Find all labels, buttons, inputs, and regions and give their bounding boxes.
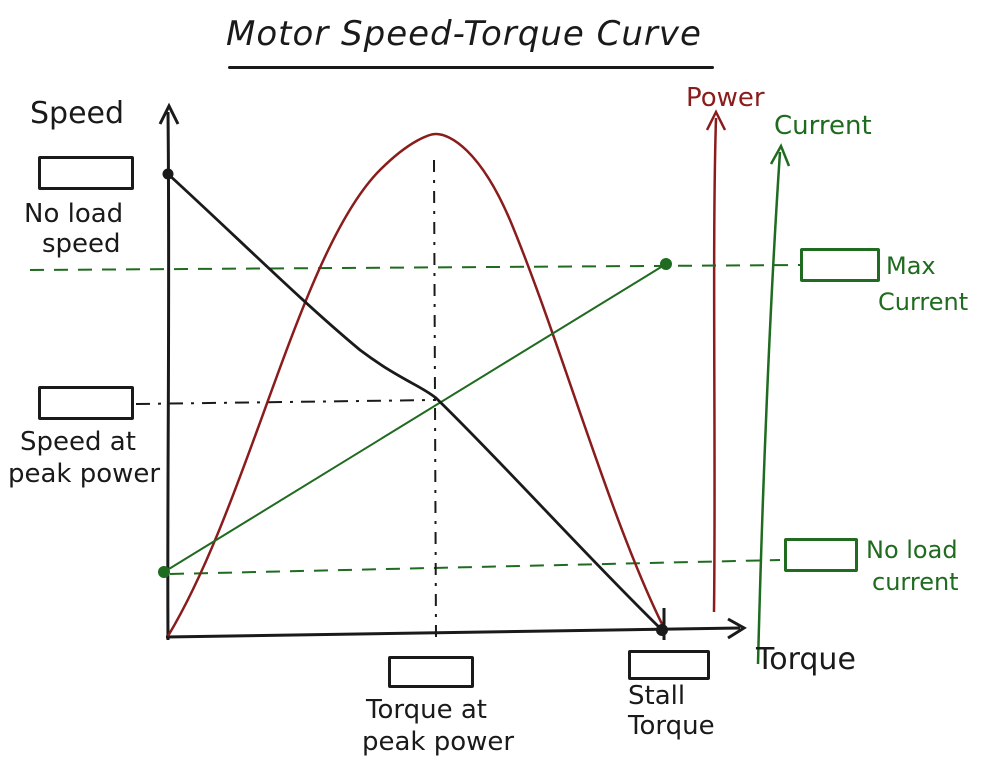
speed-at-peak-power-label-line1: Speed at: [20, 427, 136, 457]
torque-at-peak-power-label-line2: peak power: [362, 727, 515, 757]
no-load-speed-label-line1: No load: [24, 199, 124, 229]
speed-axis-label: Speed: [30, 96, 125, 131]
speed-axis: [166, 111, 171, 641]
torque-axis-label: Torque: [756, 642, 856, 677]
power-axis: [712, 117, 718, 613]
no-load-speed-value-box[interactable]: [38, 156, 134, 190]
speed-at-peak-power-value-box[interactable]: [38, 386, 134, 420]
current-point-no-load: [158, 566, 170, 578]
current-point-stall: [660, 258, 672, 270]
torque-axis: [165, 626, 741, 639]
stall-torque-label-line2: Torque: [628, 711, 715, 741]
torque-at-peak-power-value-box[interactable]: [388, 656, 474, 688]
max-current-label-line2: Current: [878, 288, 969, 316]
diagram-title: Motor Speed-Torque Curve: [226, 14, 702, 54]
speed-at-peak-power-label-line2: peak power: [8, 459, 161, 489]
power-curve: [166, 132, 666, 637]
max-current-label-line1: Max: [886, 252, 936, 280]
stall-torque-point: [656, 624, 668, 636]
current-line: [163, 263, 667, 573]
speed-at-peak-power-dashed-line: [135, 399, 437, 405]
torque-at-peak-power-label-line1: Torque at: [366, 695, 487, 725]
speed-torque-line: [167, 172, 663, 632]
max-current-value-box[interactable]: [800, 248, 880, 282]
no-load-speed-label-line2: speed: [42, 229, 121, 259]
no-load-current-dashed-line: [169, 559, 781, 575]
stall-torque-label-line1: Stall: [628, 681, 686, 711]
current-axis: [756, 151, 782, 665]
stall-torque-value-box[interactable]: [628, 650, 710, 680]
no-load-current-label-line2: current: [872, 568, 959, 596]
current-axis-arrowhead: [769, 143, 791, 167]
current-axis-label: Current: [774, 111, 872, 141]
power-axis-arrowhead: [705, 109, 727, 131]
no-load-current-label-line1: No load: [866, 536, 958, 564]
no-load-speed-point: [162, 168, 174, 180]
title-underline: [228, 66, 714, 69]
no-load-current-value-box[interactable]: [784, 538, 858, 572]
power-axis-label: Power: [686, 83, 765, 113]
speed-axis-arrowhead: [158, 102, 180, 125]
max-current-dashed-line: [29, 264, 801, 271]
torque-axis-arrowhead: [727, 617, 747, 640]
